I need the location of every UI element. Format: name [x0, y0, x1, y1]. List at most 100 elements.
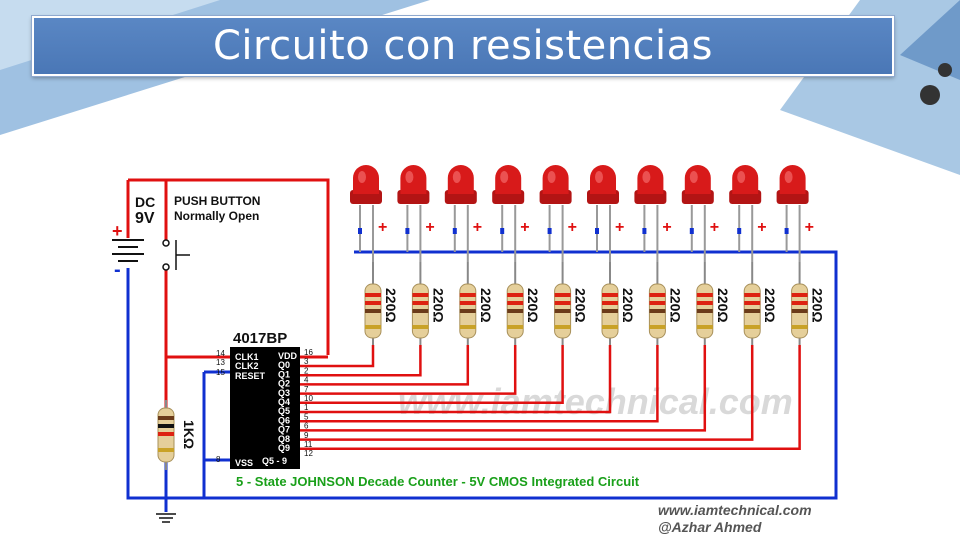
led-plus-sign: +	[425, 219, 434, 236]
resistor-band	[507, 325, 524, 329]
title-banner: Circuito con resistencias	[31, 15, 895, 77]
ic-pin-label-q1: Q1	[278, 369, 290, 379]
led-highlight	[689, 171, 698, 183]
resistor-band	[459, 309, 476, 313]
resistor-band	[365, 293, 381, 297]
output-wire	[300, 345, 470, 386]
resistor-band	[554, 309, 571, 313]
led-lead-marker	[405, 228, 410, 234]
ic-pin-number: 14	[216, 349, 225, 358]
output-wire	[300, 345, 754, 441]
credit-site: www.iamtechnical.com	[658, 502, 812, 518]
ic-pin-label-clk1: CLK1	[235, 352, 259, 362]
resistor-band	[649, 309, 666, 313]
ic-pin-label-q2: Q2	[278, 379, 290, 389]
ground-symbol	[156, 513, 176, 523]
resistor-band	[554, 301, 571, 305]
led-highlight	[358, 171, 366, 183]
resistor-band	[507, 301, 524, 305]
credit-author: @Azhar Ahmed	[658, 519, 762, 535]
resistor-band	[459, 325, 476, 329]
output-wire	[300, 345, 707, 432]
resistor-220-label: 220Ω	[478, 288, 494, 323]
led-plus-sign: +	[378, 219, 387, 236]
resistor-band	[602, 309, 618, 313]
ic-pin-number: 11	[304, 440, 313, 449]
led-lead-marker	[689, 228, 694, 234]
resistor-220-label: 220Ω	[810, 288, 826, 323]
resistor-220-label: 220Ω	[715, 288, 731, 323]
led-highlight	[500, 171, 509, 183]
resistor-band	[696, 309, 713, 313]
output-wire	[300, 345, 801, 451]
resistor-220-label: 220Ω	[667, 288, 683, 323]
output-wire	[300, 345, 375, 368]
led-lead-marker	[737, 228, 742, 234]
ic-pin-label-q9: Q9	[278, 443, 290, 453]
ic-pin-label-vss: VSS	[235, 458, 253, 468]
ic-pin-label-clk2: CLK2	[235, 361, 259, 371]
led-lead-marker	[452, 228, 457, 234]
led-highlight	[737, 171, 746, 183]
ic-pin-label-q6: Q6	[278, 415, 290, 425]
led-lead-marker	[595, 228, 599, 234]
ic-4017-body	[230, 347, 300, 469]
resistor-band	[507, 293, 524, 297]
resistor-band	[649, 293, 666, 297]
led-dome	[495, 165, 522, 194]
led-lead-marker	[500, 228, 505, 234]
ic-pin-label-q4: Q4	[278, 397, 290, 407]
led-output-stages: 220Ω+220Ω+220Ω+220Ω+220Ω+220Ω+220Ω+220Ω+…	[300, 165, 826, 451]
led-plus-sign: +	[710, 219, 719, 236]
resistor-band	[791, 309, 808, 313]
output-wire	[300, 345, 612, 414]
ic-pin-number: 4	[304, 376, 309, 385]
ic-pin-number: 3	[304, 357, 309, 366]
resistor-band	[744, 293, 761, 297]
battery-plus: +	[112, 221, 123, 241]
push-button-label: PUSH BUTTON	[174, 194, 260, 208]
resistor-band	[602, 301, 618, 305]
led-highlight	[452, 171, 461, 183]
resistor-220-label: 220Ω	[383, 288, 399, 323]
ic-pin-label-q7: Q7	[278, 425, 290, 435]
output-wire	[300, 345, 422, 377]
resistor-band	[602, 293, 618, 297]
voltage-value: 9V	[135, 210, 155, 227]
led-dome	[447, 165, 474, 194]
ic-pin-label-q5: Q5	[278, 406, 290, 416]
ic-pin-number: 16	[304, 348, 313, 357]
led-dome	[684, 165, 711, 194]
power-wiring	[126, 178, 838, 512]
ic-pin-number: 10	[304, 394, 313, 403]
battery-symbol	[112, 239, 144, 262]
resistor-band	[744, 325, 761, 329]
ic-pin-label-q8: Q8	[278, 434, 290, 444]
ic-pin-number: 13	[216, 358, 225, 367]
page-title: Circuito con resistencias	[212, 23, 714, 69]
resistor-band	[459, 301, 476, 305]
resistor-band	[507, 309, 524, 313]
resistor-band	[459, 293, 476, 297]
resistor-band	[791, 301, 808, 305]
output-wire	[300, 345, 659, 423]
led-dome	[779, 165, 806, 194]
resistor-band	[412, 301, 429, 305]
ic-pin-number: 6	[304, 422, 309, 431]
led-highlight	[405, 171, 414, 183]
ic-pin-number: 2	[304, 366, 309, 375]
led-lead-marker	[784, 228, 789, 234]
resistor-band	[649, 301, 666, 305]
led-lead-marker	[547, 228, 552, 234]
resistor-1k-label: 1KΩ	[181, 420, 197, 449]
watermark-text: www.iamtechnical.com	[398, 381, 793, 422]
resistor-1k	[157, 400, 175, 470]
ic-pin-label-q3: Q3	[278, 388, 290, 398]
ic-pin-number: 7	[304, 385, 309, 394]
led-plus-sign: +	[615, 219, 624, 236]
ic-pin-label-vdd: VDD	[278, 351, 298, 361]
ic-pin-number: 15	[216, 368, 225, 377]
ic-pin-number: 8	[216, 455, 221, 464]
